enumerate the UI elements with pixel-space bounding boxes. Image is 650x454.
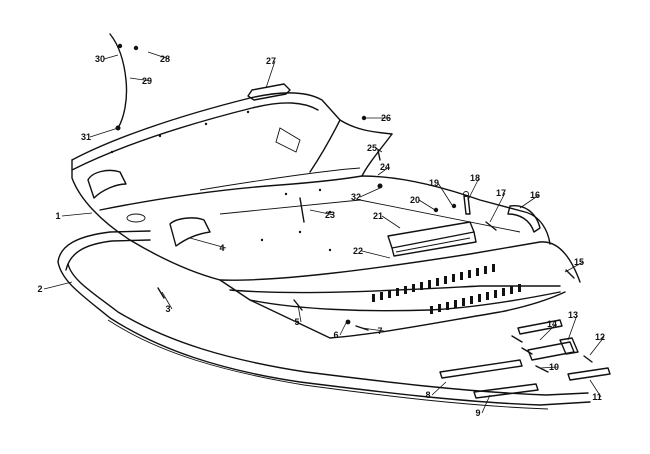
callout-number-c28: 28 (160, 54, 170, 64)
leader-line-c32 (359, 187, 381, 198)
leader-line-c17 (489, 192, 506, 223)
callout-number-c8: 8 (425, 390, 430, 400)
callout-number-c31: 31 (81, 132, 91, 142)
callout-number-c21: 21 (373, 211, 383, 221)
cable-assembly (109, 33, 139, 131)
callout-number-c11: 11 (592, 392, 602, 402)
callout-number-c17: 17 (496, 188, 506, 198)
callout-number-c3: 3 (165, 304, 170, 314)
leader-line-c9 (481, 394, 491, 414)
leader-line-c6 (339, 322, 347, 336)
leader-line-c27 (265, 60, 276, 89)
callout-number-c27: 27 (266, 56, 276, 66)
leader-line-c23 (309, 209, 335, 216)
leader-line-c28 (147, 51, 170, 60)
leader-line-c19 (437, 182, 453, 206)
leader-line-c2 (43, 281, 73, 290)
callout-number-c12: 12 (595, 332, 605, 342)
callout-number-c29: 29 (142, 76, 152, 86)
corner-trim-part (507, 205, 541, 233)
callout-number-c20: 20 (410, 195, 420, 205)
leader-line-c31 (89, 127, 119, 138)
leader-line-c20 (418, 199, 436, 211)
leader-line-c30 (103, 54, 119, 60)
callout-number-c30: 30 (95, 54, 105, 64)
callout-number-c16: 16 (530, 190, 540, 200)
leader-line-c24 (377, 166, 390, 176)
callout-number-c23: 23 (325, 210, 335, 220)
leader-line-c13 (567, 314, 578, 341)
callout-number-c4: 4 (219, 243, 224, 253)
leader-line-c4 (189, 237, 227, 249)
leader-line-c29 (129, 77, 152, 82)
callout-number-c14: 14 (547, 319, 557, 329)
callout-number-c6: 6 (333, 330, 338, 340)
callout-number-c24: 24 (380, 162, 390, 172)
bumper-part (57, 230, 591, 410)
leader-line-c8 (431, 381, 447, 396)
handle-loops (87, 169, 211, 247)
rear-handle-part (247, 83, 291, 101)
leader-line-c11 (589, 379, 602, 398)
leader-line-c1 (61, 212, 93, 217)
louvre-slots (372, 264, 521, 314)
callout-number-c9: 9 (475, 408, 480, 418)
leader-line-c5 (297, 304, 302, 323)
callout-number-c1: 1 (55, 211, 60, 221)
leader-line-c16 (519, 194, 540, 209)
leader-line-c15 (564, 261, 584, 273)
rivets (110, 110, 332, 252)
leader-line-c25 (375, 147, 383, 153)
callout-number-c18: 18 (470, 173, 480, 183)
callout-number-c22: 22 (353, 246, 363, 256)
callout-number-c2: 2 (37, 284, 42, 294)
leader-line-c10 (539, 366, 559, 369)
hood-part (71, 92, 581, 339)
latch-part (463, 191, 471, 215)
leader-line-c3 (161, 291, 173, 310)
leader-line-c22 (361, 250, 391, 259)
callout-number-c19: 19 (429, 178, 439, 188)
callout-number-c25: 25 (367, 143, 377, 153)
callout-number-c10: 10 (549, 362, 559, 372)
callout-number-c26: 26 (381, 113, 391, 123)
callout-number-c32: 32 (351, 192, 361, 202)
leader-line-c18 (467, 177, 480, 201)
callout-number-c5: 5 (294, 317, 299, 327)
grille-bracket-part (387, 221, 477, 257)
trim-strips (439, 319, 611, 399)
leader-line-c7 (361, 327, 385, 332)
callout-number-c15: 15 (574, 257, 584, 267)
leader-line-c12 (589, 336, 605, 356)
leader-line-c14 (539, 323, 557, 341)
leader-line-c21 (381, 215, 401, 229)
callout-number-c7: 7 (377, 326, 382, 336)
callout-number-c13: 13 (568, 310, 578, 320)
